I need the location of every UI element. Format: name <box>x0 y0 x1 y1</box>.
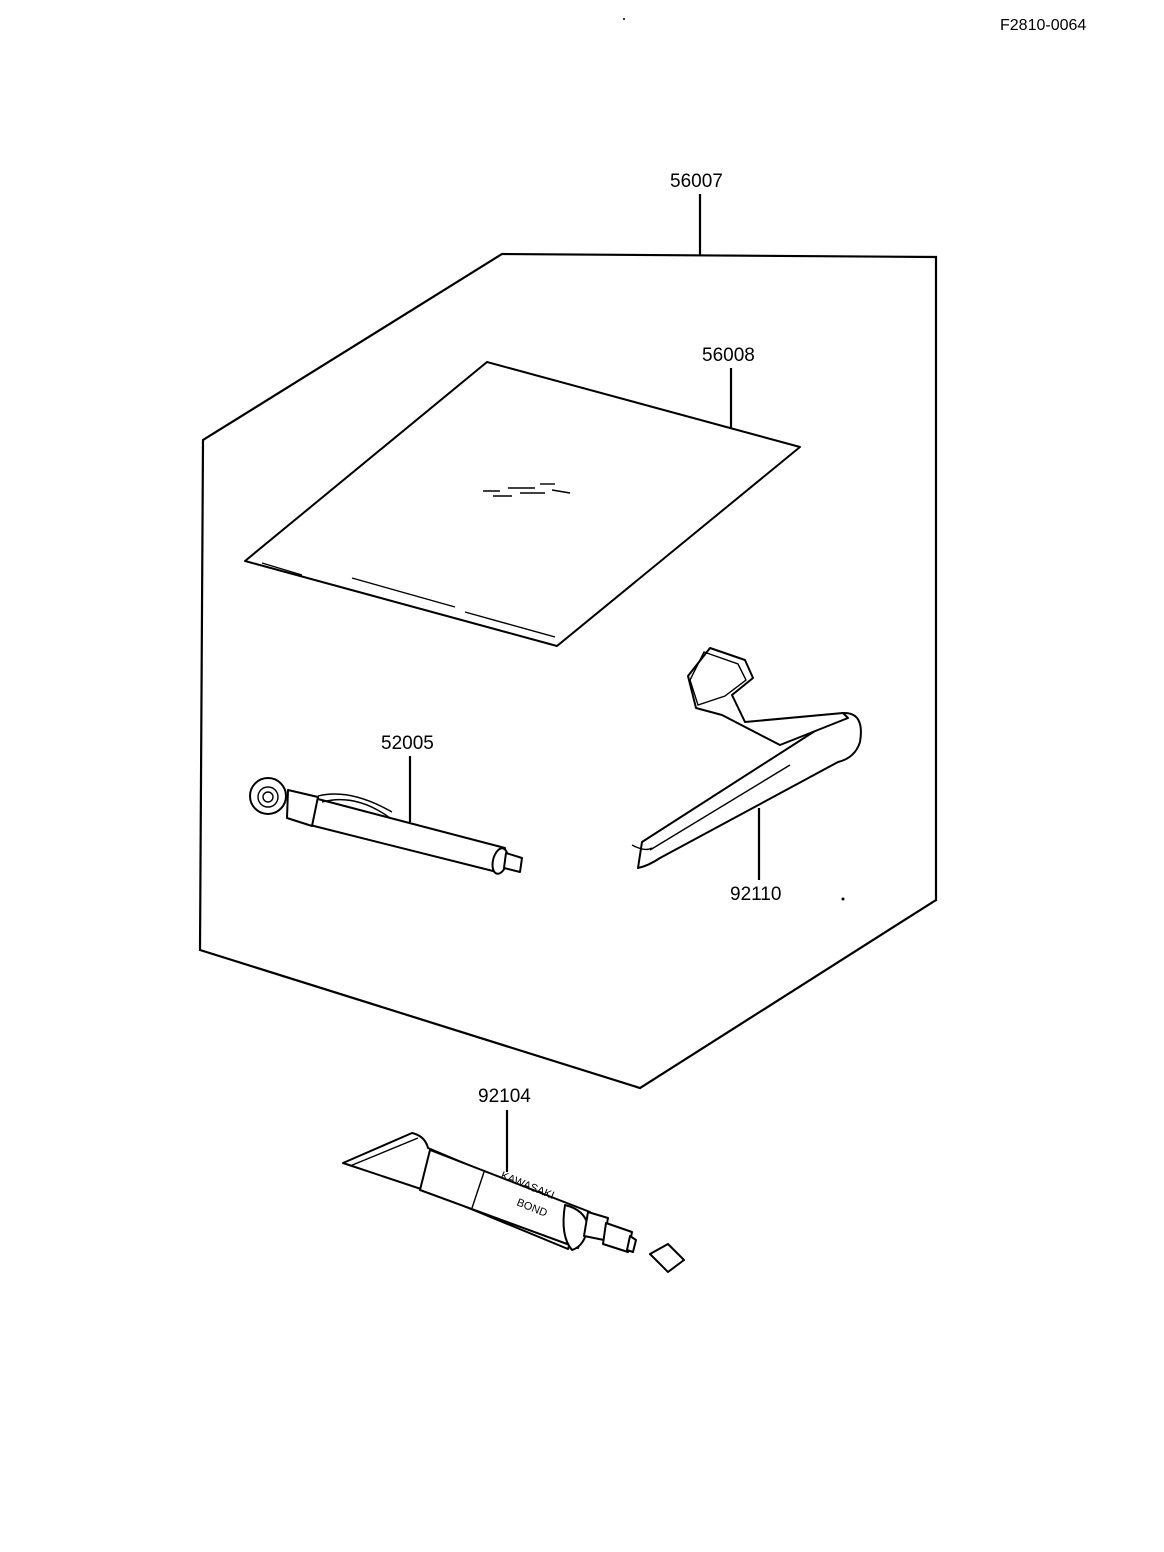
part-number-bond: 92104 <box>478 1086 531 1107</box>
part-number-wrench: 92110 <box>730 884 781 905</box>
pressure-gauge[interactable] <box>249 777 523 875</box>
spoke-wrench[interactable] <box>631 647 862 869</box>
kawasaki-bond-tube[interactable]: KAWASAKI BOND <box>342 1132 685 1273</box>
document-id: F2810-0064 <box>1000 17 1086 34</box>
manual-cover-mark <box>483 483 571 497</box>
kit-outline <box>198 252 938 1090</box>
scan-speck <box>841 897 845 901</box>
part-number-kit: 56007 <box>670 171 723 192</box>
owners-manual[interactable] <box>244 361 801 647</box>
scan-speck <box>623 18 625 20</box>
part-number-manual: 56008 <box>702 345 755 366</box>
part-number-gauge: 52005 <box>381 733 434 754</box>
